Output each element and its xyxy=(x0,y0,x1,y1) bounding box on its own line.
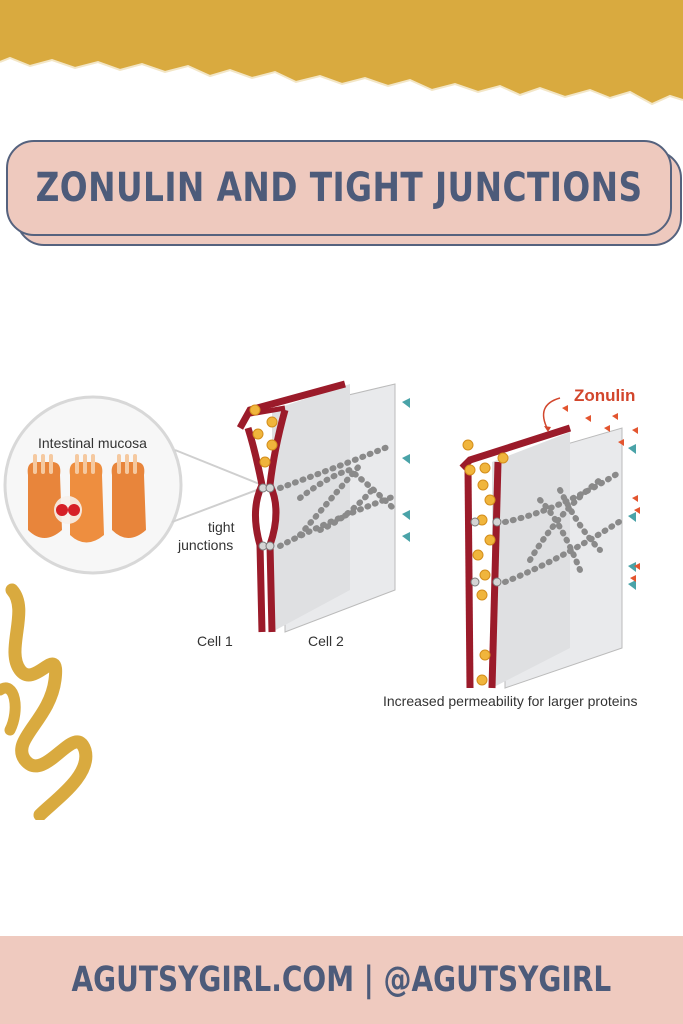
footer-text: AGUTSYGIRL.COM | @AGUTSYGIRL xyxy=(72,960,612,1000)
footer-handle-link[interactable]: @AGUTSYGIRL xyxy=(383,960,612,1000)
tight-junction-diagram: Intestinal mucosa xyxy=(3,380,640,709)
page-title: ZONULIN AND TIGHT JUNCTIONS xyxy=(35,165,643,211)
closed-junction-panel: tight junctions Cell 1 Cell 2 xyxy=(177,380,410,649)
intestinal-mucosa-label: Intestinal mucosa xyxy=(38,435,147,451)
zonulin-label: Zonulin xyxy=(574,386,635,405)
torn-paper-header xyxy=(0,0,683,106)
open-junction-panel: Zonulin Increased permeability for large… xyxy=(383,386,640,709)
footer-separator: | xyxy=(363,960,375,1000)
title-banner-front: ZONULIN AND TIGHT JUNCTIONS xyxy=(6,140,672,236)
intestinal-mucosa-inset: Intestinal mucosa xyxy=(3,395,263,575)
cell-1-label: Cell 1 xyxy=(197,633,233,649)
cell-2-label: Cell 2 xyxy=(308,633,344,649)
junctions-label: junctions xyxy=(177,537,233,553)
title-banner: ZONULIN AND TIGHT JUNCTIONS xyxy=(0,0,683,260)
footer-bar: AGUTSYGIRL.COM | @AGUTSYGIRL xyxy=(0,936,683,1024)
gold-squiggle-decoration xyxy=(0,583,93,820)
footer-site-link[interactable]: AGUTSYGIRL.COM xyxy=(71,960,355,1000)
tight-label: tight xyxy=(208,519,235,535)
permeability-caption: Increased permeability for larger protei… xyxy=(383,693,637,709)
